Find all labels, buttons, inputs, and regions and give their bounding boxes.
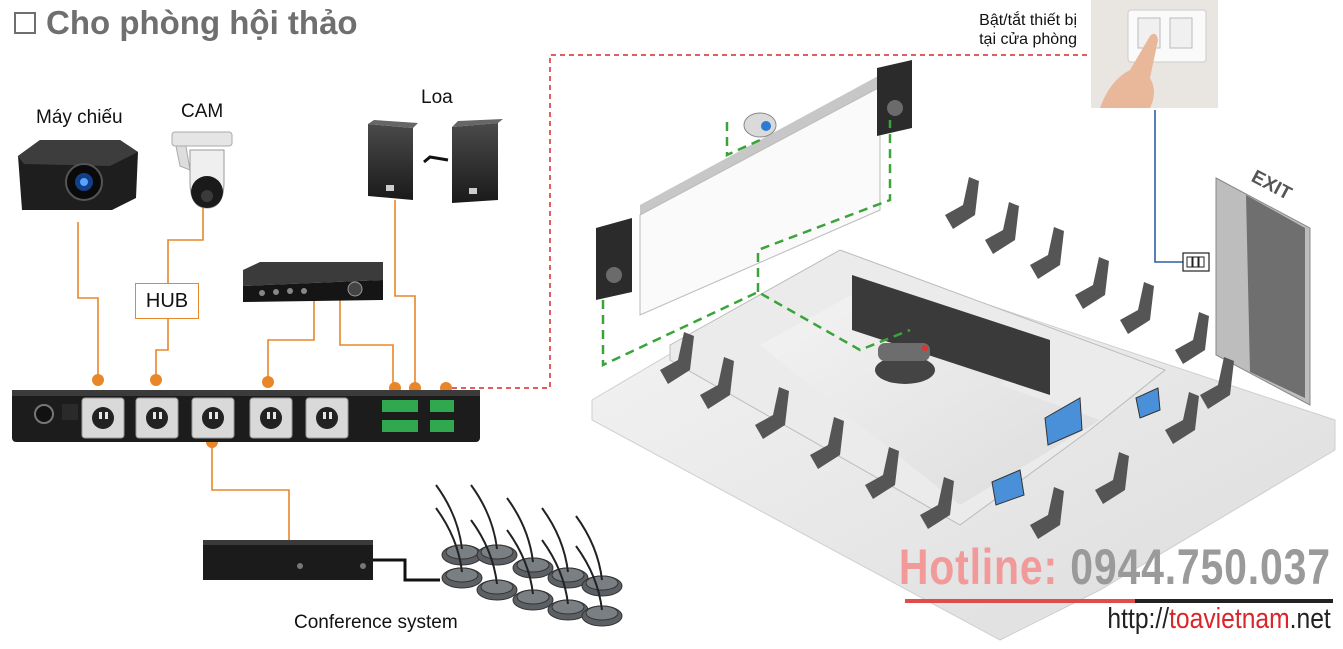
door-switch-caption-line1: Bật/tắt thiết bị <box>979 12 1077 29</box>
chair-11 <box>945 177 979 229</box>
delegate-mic-6 <box>435 507 483 589</box>
chair-1 <box>660 332 694 384</box>
chair-2 <box>700 357 734 409</box>
delegate-mic-1 <box>435 484 483 566</box>
checkbox-bullet-icon <box>14 12 36 34</box>
chair-5 <box>865 447 899 499</box>
chair-13 <box>1030 227 1064 279</box>
blue-wire <box>1154 110 1183 263</box>
delegate-mic-5 <box>575 515 623 597</box>
cam-label: CAM <box>181 101 224 122</box>
speaker-left-icon <box>368 120 418 200</box>
chair-10 <box>1200 357 1234 409</box>
conference-cable <box>373 558 440 582</box>
conference-microphones <box>435 484 623 627</box>
chair-7 <box>1030 487 1064 539</box>
hotline-underline-black <box>1135 599 1333 603</box>
chair-14 <box>1075 257 1109 309</box>
conference-room-illustration <box>591 60 1336 641</box>
conference-system-label: Conference system <box>294 612 458 633</box>
hotline-number: 0944.750.037 <box>1058 539 1331 595</box>
door-switch-caption: Bật/tắt thiết bị tại cửa phòng <box>930 11 1077 49</box>
page-title: Cho phòng hội thảo <box>14 4 358 42</box>
title-text: Cho phòng hội thảo <box>46 4 358 41</box>
chair-9 <box>1165 392 1199 444</box>
chair-3 <box>755 387 789 439</box>
orange-wiring <box>77 200 416 540</box>
chair-15 <box>1120 282 1154 334</box>
url-prefix: http:// <box>1107 603 1170 635</box>
speaker-right-icon <box>452 119 503 203</box>
amplifier-icon <box>243 262 383 302</box>
delegate-mic-10 <box>575 545 623 627</box>
hotline: Hotline: 0944.750.037 <box>899 538 1331 596</box>
delegate-mic-9 <box>541 539 589 621</box>
wall-switch-photo <box>1091 0 1218 108</box>
url-suffix: .net <box>1289 603 1331 635</box>
speaker-label: Loa <box>421 87 453 108</box>
cam-icon <box>171 131 233 209</box>
chair-12 <box>985 202 1019 254</box>
room-chairs <box>660 177 1234 539</box>
chair-16 <box>1175 312 1209 364</box>
delegate-mic-8 <box>506 529 554 611</box>
switch-box-keys <box>1186 256 1205 268</box>
door-switch-caption-line2: tại cửa phòng <box>979 31 1077 48</box>
chair-6 <box>920 477 954 529</box>
hotline-label: Hotline: <box>898 539 1059 595</box>
delegate-mic-4 <box>541 507 589 589</box>
hub-box: HUB <box>135 283 199 319</box>
delegate-mic-7 <box>470 519 518 601</box>
red-dashed-wiring <box>452 54 1090 389</box>
hotline-underline-red <box>905 599 1135 603</box>
chair-4 <box>810 417 844 469</box>
conference-unit-icon <box>203 540 373 580</box>
website-url[interactable]: http://toavietnam.net <box>1108 603 1331 636</box>
chair-8 <box>1095 452 1129 504</box>
delegate-mic-3 <box>506 497 554 579</box>
projector-icon <box>18 140 138 210</box>
speaker-link <box>423 155 449 164</box>
delegate-mic-2 <box>470 484 518 566</box>
projector-label: Máy chiếu <box>36 107 123 128</box>
url-brand: toavietnam <box>1169 603 1290 635</box>
power-sequencer-unit <box>12 390 480 442</box>
